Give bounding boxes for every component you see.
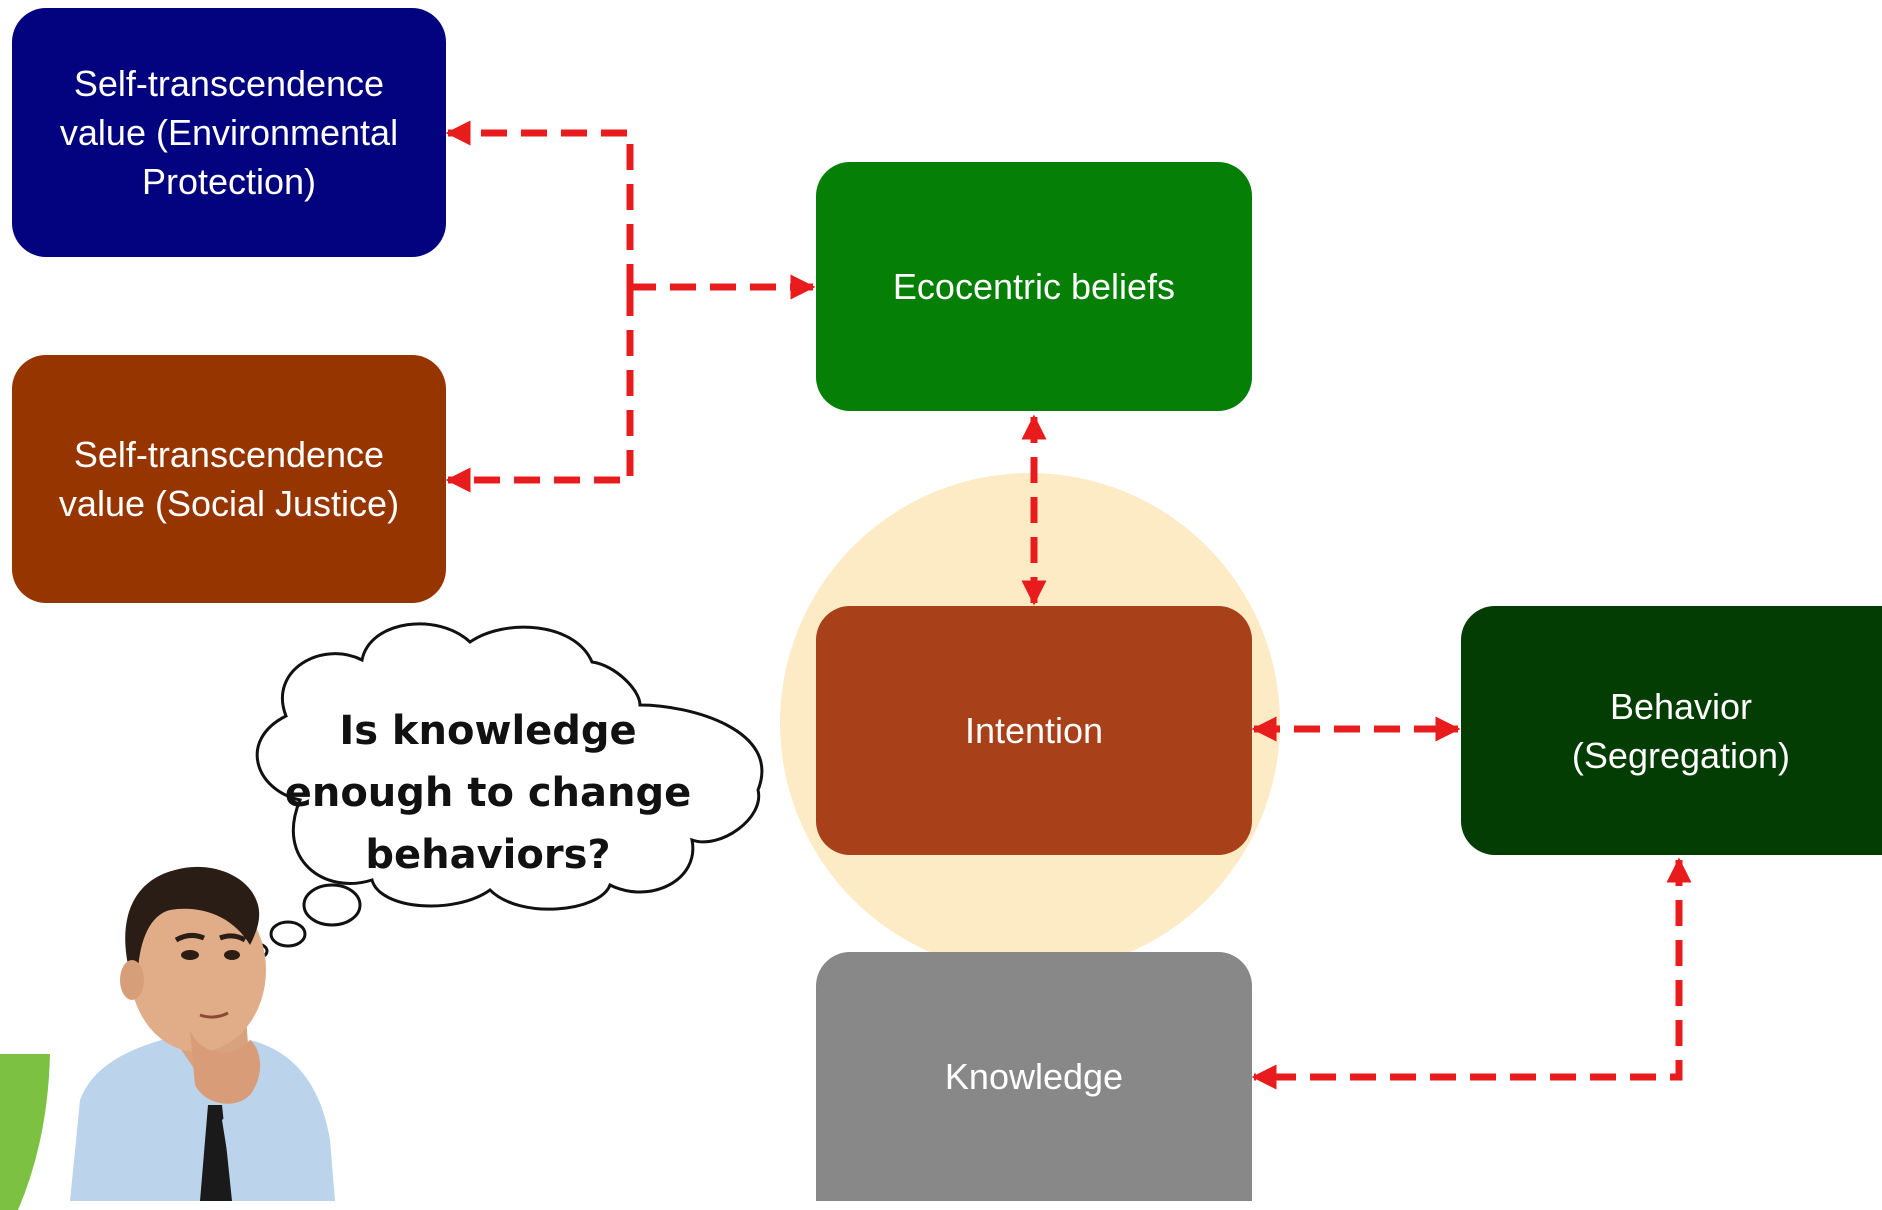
node-behavior-line-1: Behavior (1609, 685, 1753, 727)
arrow-to-social (445, 290, 634, 493)
node-ecocentric-label: Ecocentric beliefs (892, 266, 1176, 307)
thought-cloud-icon (245, 622, 764, 960)
node-intention: Intention (816, 606, 1252, 855)
node-environmental-line-3: Protection) (141, 161, 317, 202)
node-environmental-protection: Self-transcendence value (Environmental … (12, 8, 446, 257)
node-knowledge-label: Knowledge (944, 1056, 1124, 1097)
node-intention-label: Intention (964, 710, 1104, 751)
node-knowledge: Knowledge (816, 952, 1252, 1201)
node-behavior: Behavior (Segregation) (1461, 606, 1882, 855)
arrow-behavior-knowledge (1251, 857, 1692, 1090)
node-social-justice: Self-transcendence value (Social Justice… (12, 355, 446, 603)
thought-bubble-text: Is knowledge enough to change behaviors? (284, 708, 692, 878)
node-ecocentric-beliefs: Ecocentric beliefs (816, 162, 1252, 411)
node-social-line-1: Self-transcendence (73, 434, 385, 475)
node-environmental-line-2: value (Environmental (59, 112, 399, 153)
node-social-line-2: value (Social Justice) (58, 483, 400, 524)
node-behavior-line-2: (Segregation) (1571, 734, 1791, 776)
accent-green-shape (0, 1054, 50, 1210)
arrow-to-environmental (445, 120, 634, 290)
node-environmental-line-1: Self-transcendence (73, 63, 385, 104)
